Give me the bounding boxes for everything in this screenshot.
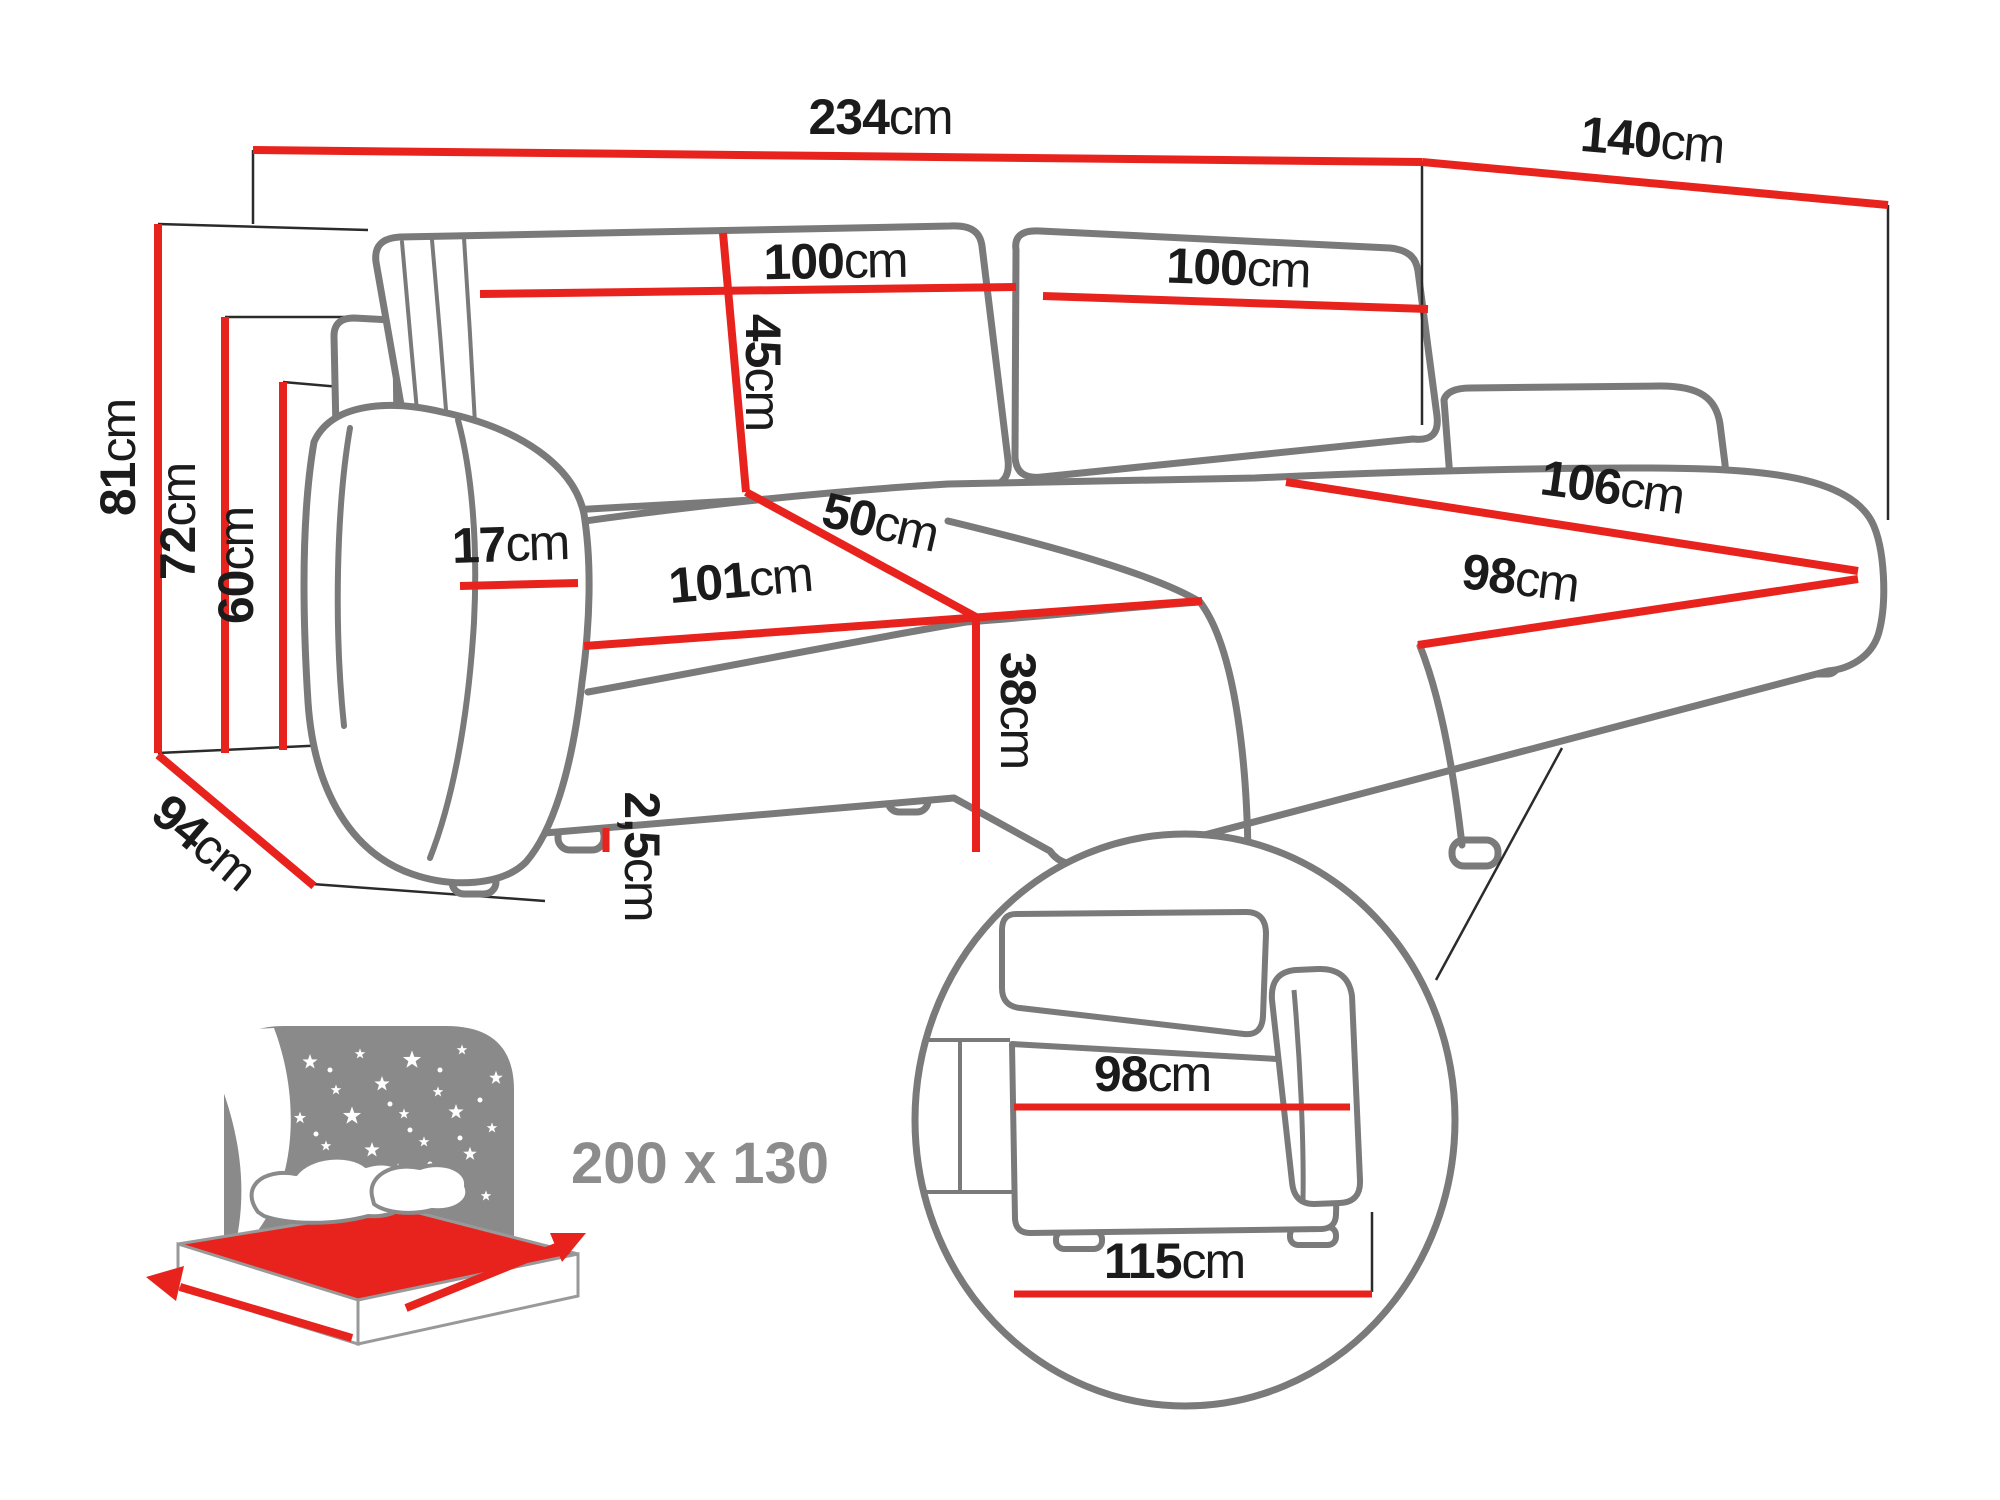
sleeping-area-size-label: 200 x 130	[570, 1131, 830, 1196]
dim-line-101	[583, 597, 1203, 650]
dim-label-total-width: 234cm	[808, 89, 953, 145]
dim-label-total-depth: 140cm	[1578, 105, 1726, 175]
dim-label-height-backrest: 72cm	[150, 463, 206, 581]
dim-label-inset-module-width: 98cm	[1093, 1046, 1212, 1102]
dim-line-234	[252, 146, 1423, 166]
dim-label-seat-width: 101cm	[666, 545, 814, 615]
dim-label-back-cushion-right: 100cm	[1165, 237, 1311, 299]
sleeping-function-icon	[146, 1026, 586, 1347]
dim-label-armrest-width: 17cm	[450, 513, 570, 575]
dim-line-140	[1421, 158, 1889, 209]
size-arrows	[146, 1233, 586, 1342]
back-cushion-right	[1011, 227, 1441, 481]
pillows	[249, 1155, 470, 1225]
dim-line-106	[1285, 478, 1859, 575]
dimension-lines	[154, 146, 1889, 890]
construction-lines-over	[1420, 162, 1890, 981]
dim-line-45	[719, 232, 750, 493]
dim-line-17	[459, 579, 579, 590]
sofa-body	[446, 464, 1888, 869]
inset-backrest	[999, 909, 1269, 1038]
dim-label-seat-height: 38cm	[990, 651, 1046, 769]
dim-line-94	[155, 751, 317, 890]
dim-label-back-cushion-height: 45cm	[735, 313, 791, 431]
dim-label-foot-clearance: 2,5cm	[614, 791, 670, 921]
dim-label-height-armrest: 60cm	[208, 507, 264, 625]
detail-inset	[911, 830, 1459, 1410]
dim-line-100-right	[1042, 292, 1429, 313]
dim-label-height-total: 81cm	[90, 399, 146, 517]
armrest	[300, 402, 593, 887]
dim-line-50	[744, 488, 978, 621]
dim-label-back-cushion-left: 100cm	[762, 231, 908, 291]
construction-lines	[157, 150, 546, 903]
dim-label-inset-base-length: 115cm	[1103, 1233, 1246, 1289]
dim-line-98	[1417, 575, 1859, 649]
inset-armrest	[1268, 965, 1364, 1207]
dim-label-chaise-width: 98cm	[1458, 543, 1582, 613]
sofa-art	[300, 222, 1888, 898]
dim-line-100-left	[479, 283, 1017, 298]
